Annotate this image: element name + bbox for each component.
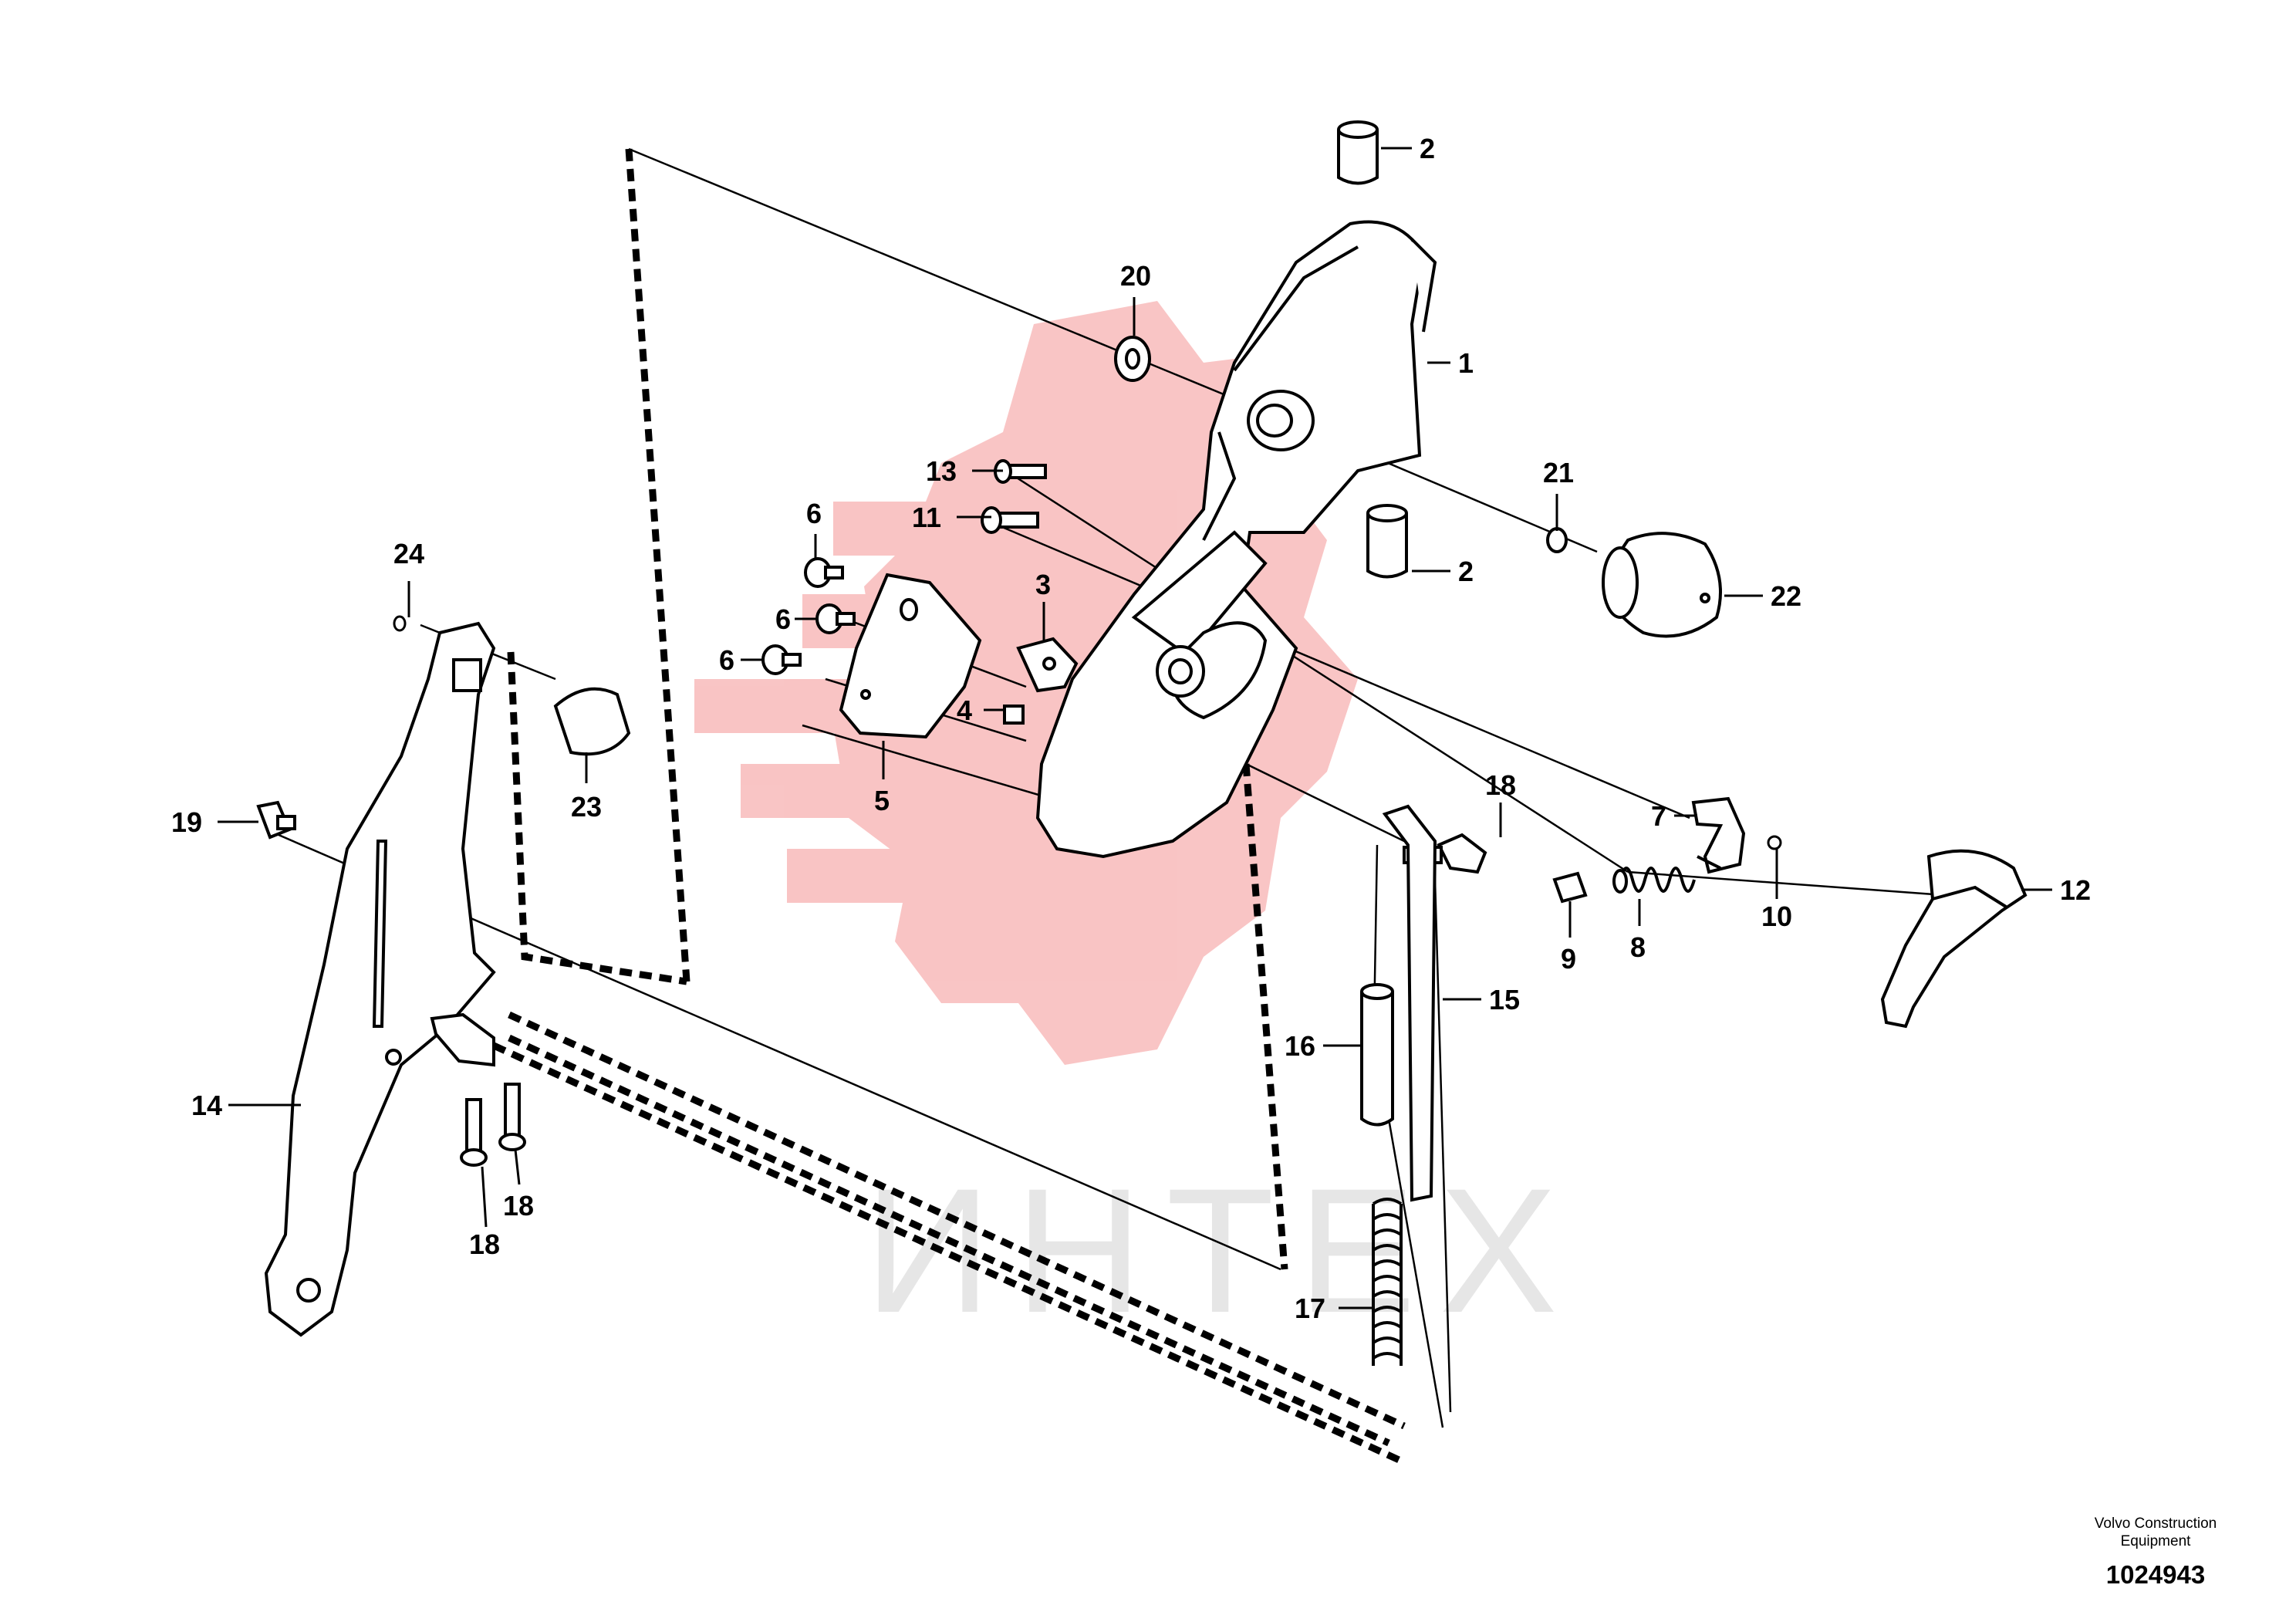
label-18a: 18 (1485, 769, 1516, 801)
part-11-bolt (981, 506, 1039, 534)
label-21: 21 (1543, 457, 1574, 488)
phantom-frames (492, 148, 1406, 1466)
label-4: 4 (957, 694, 972, 726)
label-17: 17 (1295, 1293, 1325, 1324)
part-3-switch (1016, 637, 1079, 693)
label-20: 20 (1120, 260, 1151, 292)
callout-leaders (218, 147, 2052, 1309)
part-24-screw (393, 615, 407, 632)
label-6b: 6 (775, 603, 791, 635)
part-17-spring (1372, 1198, 1403, 1366)
part-16-sleeve (1360, 983, 1394, 1127)
label-9: 9 (1561, 943, 1576, 975)
callout-numbers: 2 1 2 20 21 22 13 11 6 6 6 3 4 5 7 8 9 1… (171, 133, 2091, 1324)
part-2-bushing-mid (1366, 504, 1408, 579)
label-14: 14 (191, 1090, 222, 1121)
part-14-bracket-arm (264, 621, 496, 1337)
label-3: 3 (1035, 569, 1051, 600)
label-22: 22 (1771, 580, 1801, 612)
label-6c: 6 (719, 644, 734, 676)
label-19: 19 (171, 806, 202, 838)
part-9-pin (1552, 871, 1588, 904)
watermark-text: ИНТЕХ (864, 1151, 1581, 1350)
label-2b: 2 (1458, 556, 1474, 587)
label-7: 7 (1651, 800, 1666, 832)
part-19-stud (256, 800, 296, 840)
label-11: 11 (912, 502, 941, 533)
part-6-screws (761, 557, 856, 675)
label-24: 24 (393, 538, 424, 569)
part-21-washer (1546, 527, 1568, 553)
part-15-rod (1382, 804, 1437, 1202)
part-2-bushing-top (1337, 120, 1379, 185)
label-13: 13 (926, 455, 957, 487)
label-18b: 18 (469, 1228, 500, 1260)
label-16: 16 (1285, 1030, 1315, 1062)
part-23-cap (452, 658, 631, 756)
part-10-clip (1767, 835, 1782, 850)
label-2a: 2 (1420, 133, 1435, 164)
label-23: 23 (571, 791, 602, 823)
part-12-handle (1880, 849, 2028, 1029)
label-5: 5 (874, 785, 890, 816)
part-7-latch (1691, 796, 1746, 874)
part-20-washer (1114, 336, 1151, 382)
part-1-lever-bracket (1035, 220, 1437, 859)
label-8: 8 (1630, 931, 1646, 963)
part-5-plate (839, 573, 982, 739)
part-8-spring (1612, 867, 1696, 894)
part-22-knob (1602, 532, 1722, 638)
part-4-block (1003, 705, 1025, 725)
label-18c: 18 (503, 1190, 534, 1222)
manufacturer-label: Volvo Construction Equipment (2094, 1516, 2217, 1549)
label-10: 10 (1761, 901, 1792, 932)
label-1: 1 (1458, 347, 1474, 379)
document-number: 1024943 (2105, 1560, 2206, 1589)
label-6a: 6 (806, 498, 822, 529)
label-12: 12 (2060, 874, 2091, 906)
label-15: 15 (1489, 984, 1520, 1015)
